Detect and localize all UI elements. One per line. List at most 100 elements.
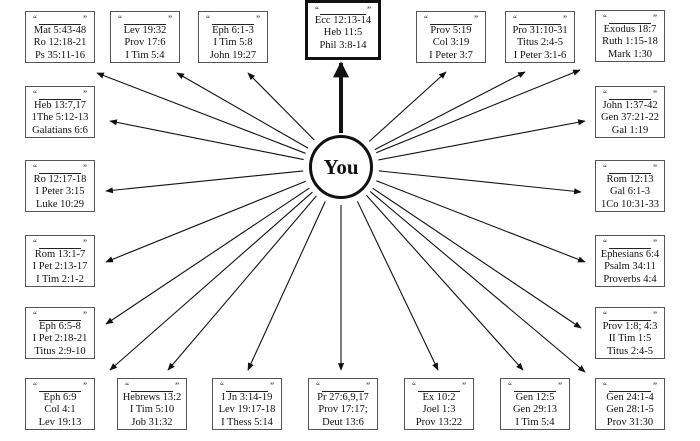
close-quote: ” xyxy=(367,5,371,15)
fill-in-blank-line xyxy=(519,24,561,25)
quote-marks: “” xyxy=(33,238,87,248)
arrow-to-top-3 xyxy=(247,72,315,141)
close-quote: ” xyxy=(563,14,567,24)
fill-in-blank-line xyxy=(39,173,81,174)
fill-in-blank-line xyxy=(39,99,81,100)
close-quote: ” xyxy=(474,14,478,24)
scripture-reference: Gen 24:1-4 xyxy=(606,392,654,403)
scripture-reference: Rom 13:1-7 xyxy=(34,249,86,260)
close-quote: ” xyxy=(83,310,87,320)
scripture-reference: Mark 1:30 xyxy=(607,48,653,60)
scripture-reference: I Peter 3:1-6 xyxy=(513,49,567,61)
fill-in-blank-line xyxy=(322,391,364,392)
arrow-to-right-4 xyxy=(376,180,586,263)
fill-in-blank-line xyxy=(39,248,81,249)
scripture-reference: Deut 13:6 xyxy=(322,416,364,428)
open-quote: “ xyxy=(33,163,37,173)
scripture-reference: Exodus 18:7 xyxy=(603,24,657,35)
scripture-reference: I Tim 2:1-2 xyxy=(36,273,84,285)
scripture-reference: I Jn 3:14-19 xyxy=(221,392,273,403)
scripture-reference: Prov 31:30 xyxy=(606,416,654,428)
scripture-reference: Prov 1:8; 4:3 xyxy=(602,321,658,332)
arrow-to-right-2 xyxy=(378,119,586,161)
arrow-to-top-1 xyxy=(96,72,306,154)
quote-marks: “” xyxy=(603,90,657,99)
arrow-to-left-3 xyxy=(105,170,304,194)
open-quote: “ xyxy=(33,310,37,320)
close-quote: ” xyxy=(168,14,172,24)
arrow-to-bottom-3 xyxy=(247,201,326,371)
scripture-reference: Gal 6:1-3 xyxy=(610,186,650,198)
fill-in-blank-line xyxy=(226,391,268,392)
arrow-to-left-4 xyxy=(105,180,307,263)
quote-marks: “” xyxy=(316,381,370,391)
open-quote: “ xyxy=(33,238,37,248)
fill-in-blank-line xyxy=(39,320,81,321)
scripture-reference: Ro 12:17-18 xyxy=(33,174,87,185)
quote-marks: “” xyxy=(424,14,478,24)
quote-marks: “” xyxy=(508,382,562,391)
scripture-reference: I Pet 2:13-17 xyxy=(32,261,88,273)
quote-marks: “” xyxy=(33,163,87,173)
quote-marks: “” xyxy=(33,382,87,391)
scripture-reference: Lev 19:13 xyxy=(38,416,82,428)
quote-marks: “” xyxy=(412,382,466,391)
close-quote: ” xyxy=(366,381,370,391)
quote-marks: “” xyxy=(603,381,657,391)
scripture-reference: Phil 3:8-14 xyxy=(319,39,367,51)
fill-in-blank-line xyxy=(609,391,651,392)
scripture-reference: I Tim 5:4 xyxy=(125,49,165,61)
arrow-to-top-7 xyxy=(375,69,581,154)
scripture-reference: John 1:37-42 xyxy=(602,100,658,111)
quote-marks: “” xyxy=(603,239,657,248)
open-quote: “ xyxy=(603,163,607,173)
scripture-reference: Proverbs 4:4 xyxy=(603,273,657,285)
close-quote: ” xyxy=(256,14,260,24)
scripture-reference: Prov 5:19 xyxy=(430,25,472,36)
close-quote: ” xyxy=(653,310,657,320)
open-quote: “ xyxy=(315,5,319,15)
fill-in-blank-line xyxy=(124,24,166,25)
close-quote: ” xyxy=(653,13,657,23)
quote-marks: “” xyxy=(33,15,87,24)
scripture-reference: Galatians 6:6 xyxy=(32,124,88,136)
quote-marks: “” xyxy=(118,14,172,24)
scripture-reference: Col 3:19 xyxy=(432,37,470,49)
scripture-reference: Titus 2:4-5 xyxy=(606,345,653,357)
scripture-reference: Pr 27:6,9,17 xyxy=(317,392,369,403)
scripture-reference: Hebrews 13:2 xyxy=(122,392,182,403)
open-quote: “ xyxy=(118,14,122,24)
open-quote: “ xyxy=(424,14,428,24)
scripture-reference: Ruth 1:15-18 xyxy=(602,36,658,48)
close-quote: ” xyxy=(653,381,657,391)
scripture-reference: Prov 17:17; xyxy=(318,404,368,416)
scripture-reference: II Tim 1:5 xyxy=(608,333,652,345)
arrow-to-bottom-1 xyxy=(109,191,313,371)
scripture-reference: Ex 10:2 xyxy=(422,392,456,403)
scripture-reference: Lev 19:17-18 xyxy=(218,404,276,416)
scripture-reference: Eph 6:5-8 xyxy=(39,321,81,332)
fill-in-blank-line xyxy=(609,99,651,100)
fill-in-blank-line xyxy=(609,248,651,249)
